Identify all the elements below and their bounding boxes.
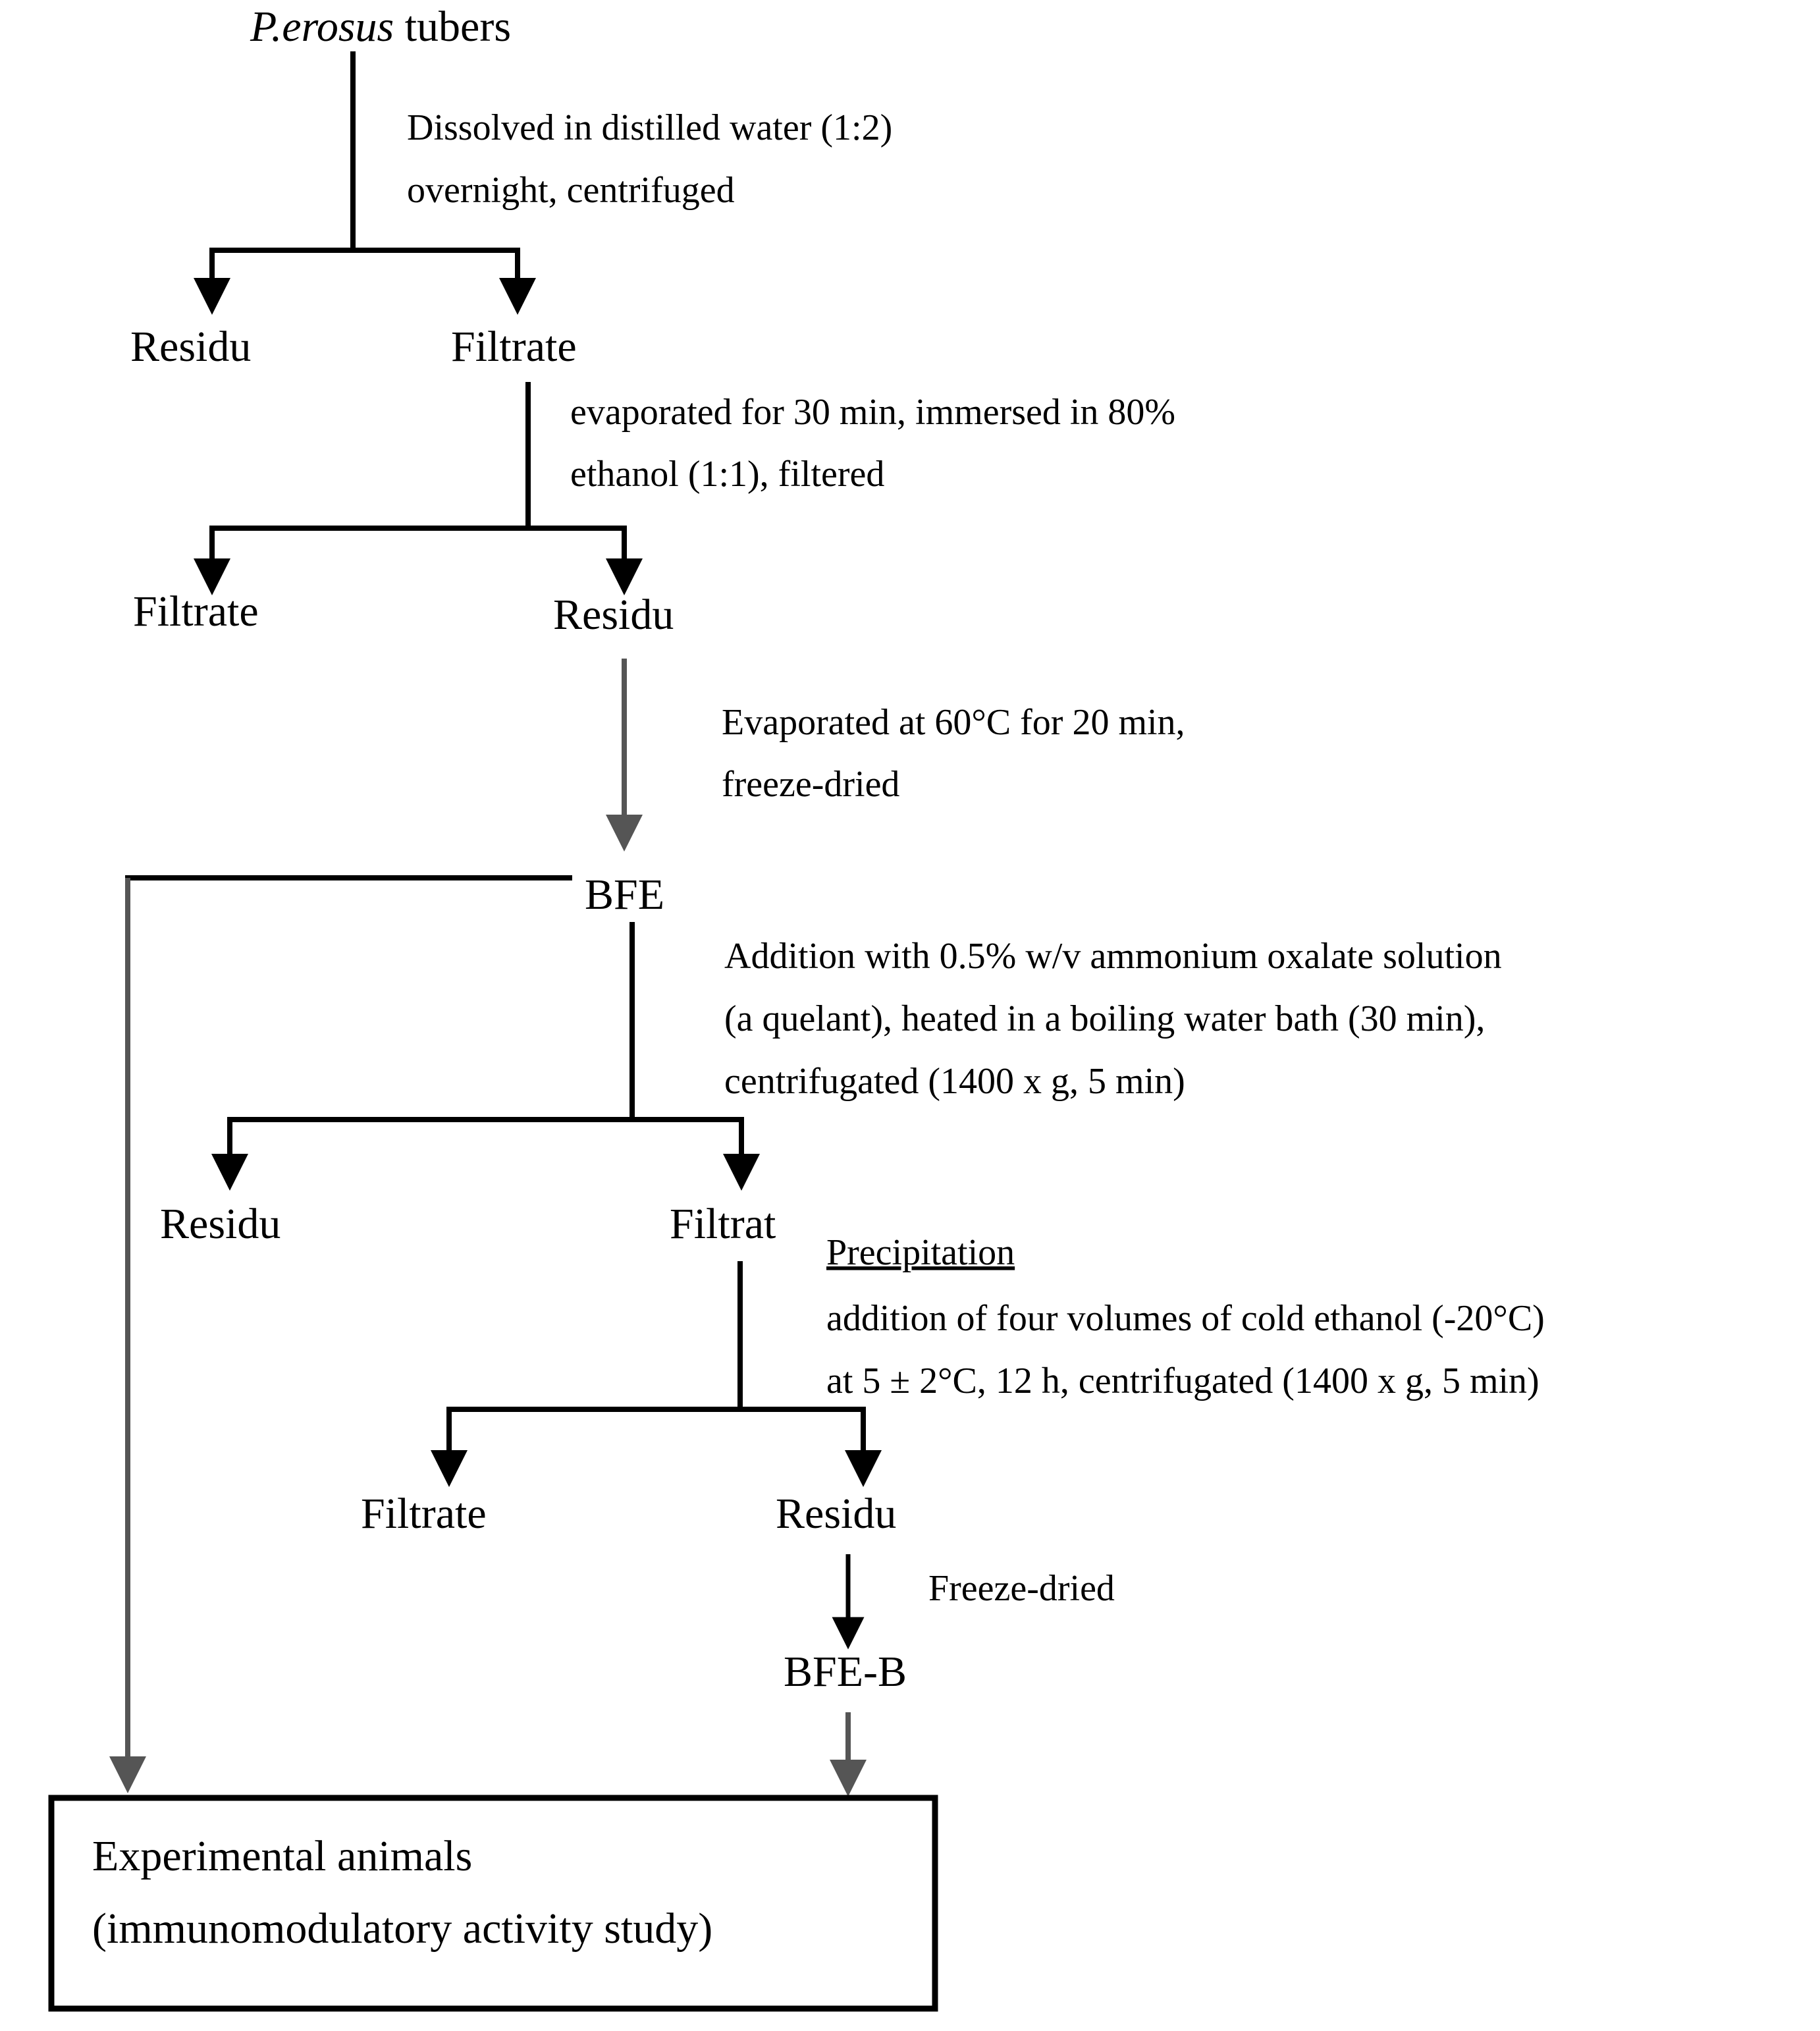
node-residu-2: Residu	[553, 591, 674, 639]
annotation-dissolve-line1: Dissolved in distilled water (1:2)	[407, 107, 892, 148]
annotation-precipitation-heading: Precipitation	[826, 1232, 1015, 1273]
annotation-oxalate-line1: Addition with 0.5% w/v ammonium oxalate …	[724, 936, 1502, 977]
node-p-erosus-tubers: P.erosus tubers	[250, 3, 511, 51]
node-residu-1: Residu	[130, 323, 251, 371]
node-residu-3: Residu	[160, 1200, 281, 1248]
final-box-line2: (immunomodulatory activity study)	[92, 1905, 712, 1953]
node-filtrate-2: Filtrate	[133, 587, 259, 636]
annotation-precipitation-line1: addition of four volumes of cold ethanol…	[826, 1298, 1545, 1339]
annotation-oxalate-line2: (a quelant), heated in a boiling water b…	[724, 998, 1485, 1039]
final-box	[48, 1795, 938, 2012]
annotation-evaporate-line2: ethanol (1:1), filtered	[570, 454, 884, 495]
node-bfe-b: BFE-B	[784, 1648, 907, 1696]
node-filtrate-1: Filtrate	[451, 323, 577, 371]
annotation-evap60-line1: Evaporated at 60°C for 20 min,	[722, 702, 1185, 743]
node-filtrate-4: Filtrate	[361, 1490, 487, 1538]
node-filtrat-3: Filtrat	[670, 1200, 776, 1248]
annotation-precipitation-line2: at 5 ± 2°C, 12 h, centrifugated (1400 x …	[826, 1361, 1539, 1401]
annotation-evaporate-line1: evaporated for 30 min, immersed in 80%	[570, 392, 1175, 433]
annotation-evap60-line2: freeze-dried	[722, 764, 899, 805]
annotation-freeze-dried: Freeze-dried	[928, 1568, 1115, 1609]
node-bfe: BFE	[585, 871, 664, 919]
node-p-erosus-rest: tubers	[394, 3, 511, 51]
node-p-erosus-italic: P.erosus	[250, 3, 394, 51]
final-box-line1: Experimental animals	[92, 1832, 472, 1880]
annotation-dissolve-line2: overnight, centrifuged	[407, 170, 735, 211]
annotation-oxalate-line3: centrifugated (1400 x g, 5 min)	[724, 1061, 1185, 1102]
node-residu-4: Residu	[776, 1490, 896, 1538]
